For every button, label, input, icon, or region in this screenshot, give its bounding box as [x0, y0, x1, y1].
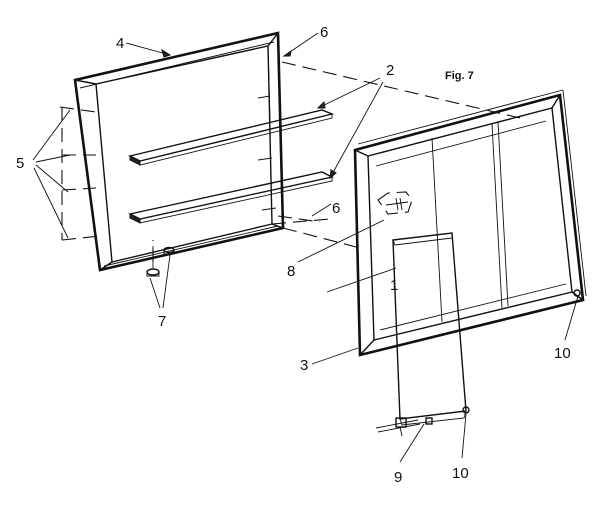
door-panel — [392, 232, 467, 426]
figure-title: Fig. 7 — [445, 70, 474, 82]
shelf-lower — [127, 171, 335, 224]
callout-7: 7 — [158, 313, 166, 330]
leader-lines — [32, 32, 579, 463]
callout-10-right: 10 — [554, 345, 571, 362]
callout-6-upper: 6 — [320, 24, 328, 41]
callout-10-bottom: 10 — [452, 465, 469, 482]
front-door-frame — [353, 89, 587, 357]
callout-8: 8 — [287, 263, 295, 280]
bottom-hinge — [375, 417, 433, 437]
callout-5: 5 — [16, 155, 24, 172]
callout-6-lower: 6 — [332, 200, 340, 217]
screws — [462, 289, 581, 414]
callout-2: 2 — [386, 62, 394, 79]
callout-4: 4 — [116, 35, 124, 52]
assembly-dashed-lines — [59, 61, 521, 262]
hinge-detail — [377, 191, 413, 215]
shelf-upper — [127, 109, 335, 166]
callout-3: 3 — [300, 357, 308, 374]
callout-1: 1 — [390, 277, 398, 294]
callout-9: 9 — [394, 469, 402, 486]
